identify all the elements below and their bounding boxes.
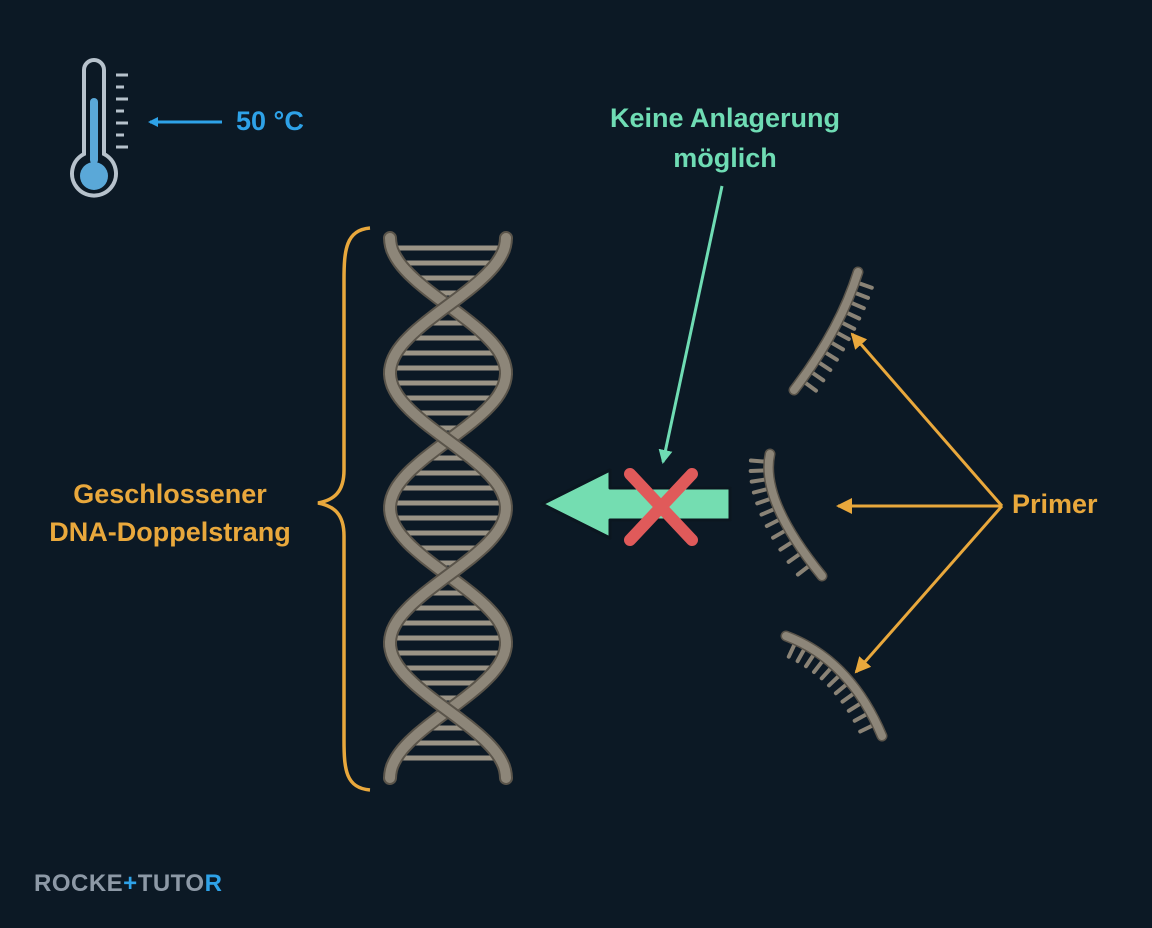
primers [748,266,888,742]
dna-backbone-strand [384,233,511,783]
primer-strand-outline [780,630,888,742]
brand-part-3: TUTO [137,870,205,897]
dna-label: Geschlossener DNA-Doppelstrang [20,475,320,551]
brand-logo: ROCKE+TUTOR [34,870,222,898]
annotation-pointer-arrow [658,185,724,464]
dna-label-line-1: Geschlossener [73,479,267,509]
primer-strand [782,632,886,740]
dna-brace [317,226,371,792]
cross-icon [624,468,698,546]
brand-part-4: R [204,870,223,897]
dna-backbone-strand [385,233,512,783]
primer-strand [764,450,826,580]
primer-label: Primer [1012,489,1098,519]
brand-part-1: ROCKE [34,870,124,897]
thermometer-icon [70,58,128,198]
dna-double-helix [382,231,514,785]
brand-part-2: + [123,870,138,897]
primer-strand [790,268,862,394]
primer-arrows [836,332,1004,674]
annotation-label: Keine Anlagerung möglich [560,98,890,178]
blocked-annealing-arrow [540,468,732,540]
temperature-label: 50 °C [236,106,304,136]
annotation-line-1: Keine Anlagerung [609,103,841,133]
dna-label-line-2: DNA-Doppelstrang [49,517,291,547]
annotation-line-2: möglich [673,143,777,173]
